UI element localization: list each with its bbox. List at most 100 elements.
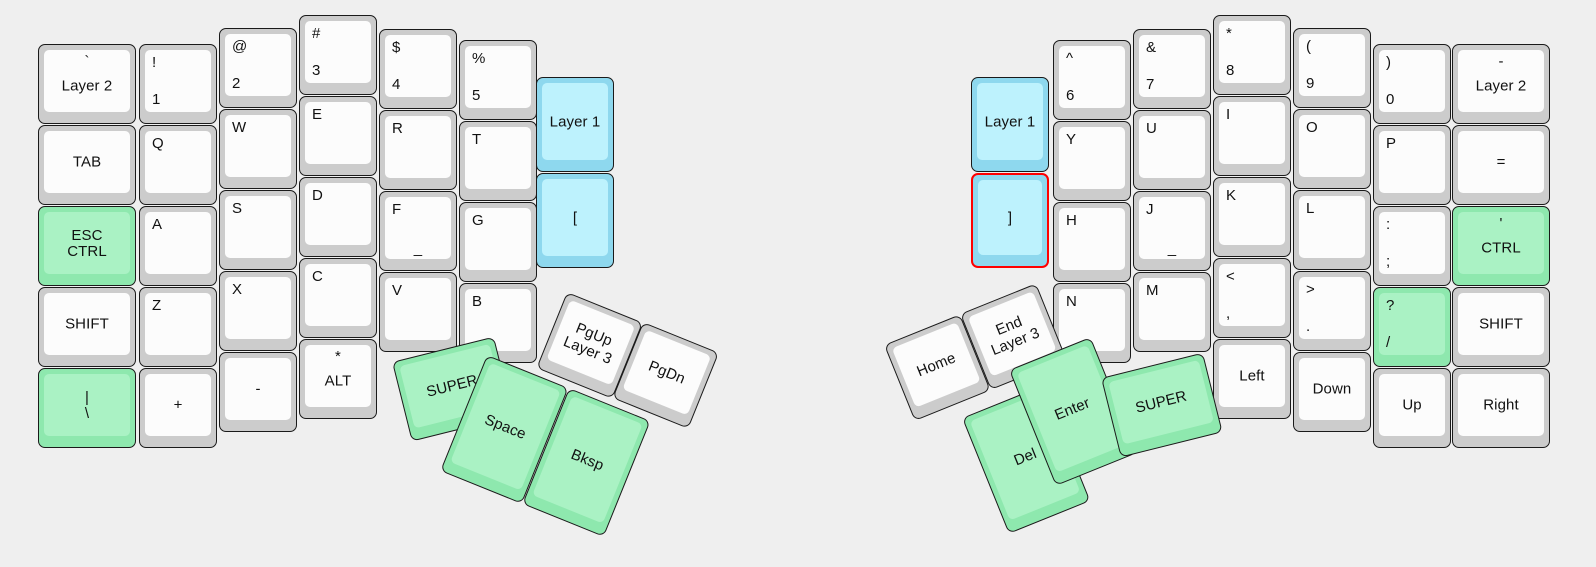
key-r-c0-r1[interactable]: ] bbox=[971, 173, 1049, 268]
keycap-r-t-home: Home bbox=[891, 322, 981, 408]
key-legend-shifted: D bbox=[312, 187, 323, 204]
key-legend-primary: . bbox=[1306, 318, 1311, 335]
key-r-c3-r2[interactable]: K bbox=[1213, 177, 1291, 257]
key-r-c2-r2[interactable]: J_ bbox=[1133, 191, 1211, 271]
keycap-r-c5-r2: :; bbox=[1379, 212, 1445, 274]
key-legend-shifted: U bbox=[1146, 120, 1157, 137]
key-l-c3-r0[interactable]: #3 bbox=[299, 15, 377, 95]
key-legend-primary: ; bbox=[1386, 253, 1391, 270]
keycap-r-c5-r1: P bbox=[1379, 131, 1445, 193]
keycap-l-c2-r3: X bbox=[225, 277, 291, 339]
key-legend-shifted: : bbox=[1386, 216, 1391, 233]
key-l-c0-r0[interactable]: `Layer 2 bbox=[38, 44, 136, 124]
key-legend-primary: CTRL bbox=[1481, 239, 1521, 257]
key-r-c5-r3[interactable]: ?/ bbox=[1373, 287, 1451, 367]
key-r-c2-r0[interactable]: &7 bbox=[1133, 29, 1211, 109]
keycap-r-c5-r3: ?/ bbox=[1379, 293, 1445, 355]
key-r-c6-r4[interactable]: Right bbox=[1452, 368, 1550, 448]
key-r-c3-r0[interactable]: *8 bbox=[1213, 15, 1291, 95]
key-l-c0-r4[interactable]: |\ bbox=[38, 368, 136, 448]
key-legend-primary: + bbox=[173, 396, 183, 414]
keycap-l-c6-r1: [ bbox=[542, 179, 608, 256]
key-legend-primary: Up bbox=[1402, 396, 1422, 414]
key-legend-primary: = bbox=[1496, 153, 1506, 171]
key-l-c1-r1[interactable]: Q bbox=[139, 125, 217, 205]
keycap-l-c3-r0: #3 bbox=[305, 21, 371, 83]
key-l-c3-r1[interactable]: E bbox=[299, 96, 377, 176]
keycap-r-c1-r1: Y bbox=[1059, 127, 1125, 189]
key-r-c2-r3[interactable]: M bbox=[1133, 272, 1211, 352]
key-legend-primary: Layer 2 bbox=[1475, 77, 1527, 95]
key-legend-primary: SUPER bbox=[1133, 387, 1189, 417]
key-l-c6-r0[interactable]: Layer 1 bbox=[536, 77, 614, 172]
key-r-c6-r3[interactable]: SHIFT bbox=[1452, 287, 1550, 367]
key-r-c6-r2[interactable]: ' CTRL bbox=[1452, 206, 1550, 286]
key-r-c4-r0[interactable]: (9 bbox=[1293, 28, 1371, 108]
key-l-c3-r4[interactable]: *ALT bbox=[299, 339, 377, 419]
keycap-r-c4-r1: O bbox=[1299, 115, 1365, 177]
key-legend-shifted: W bbox=[232, 119, 247, 136]
key-r-c6-r0[interactable]: -Layer 2 bbox=[1452, 44, 1550, 124]
key-l-c0-r3[interactable]: SHIFT bbox=[38, 287, 136, 367]
key-legend-primary: 2 bbox=[232, 75, 241, 92]
key-legend-primary: 0 bbox=[1386, 91, 1395, 108]
key-legend-shifted: T bbox=[472, 131, 482, 148]
key-l-c4-r1[interactable]: R bbox=[379, 110, 457, 190]
key-l-c4-r2[interactable]: F_ bbox=[379, 191, 457, 271]
key-r-c1-r0[interactable]: ^6 bbox=[1053, 40, 1131, 120]
key-l-c5-r1[interactable]: T bbox=[459, 121, 537, 201]
key-r-c3-r4[interactable]: Left bbox=[1213, 339, 1291, 419]
key-r-c4-r2[interactable]: L bbox=[1293, 190, 1371, 270]
key-l-c5-r0[interactable]: %5 bbox=[459, 40, 537, 120]
key-r-c4-r4[interactable]: Down bbox=[1293, 352, 1371, 432]
keycap-l-c6-r0: Layer 1 bbox=[542, 83, 608, 160]
key-r-c3-r1[interactable]: I bbox=[1213, 96, 1291, 176]
keycap-r-c5-r0: )0 bbox=[1379, 50, 1445, 112]
key-r-c2-r1[interactable]: U bbox=[1133, 110, 1211, 190]
key-legend-primary: 7 bbox=[1146, 76, 1155, 93]
homing-marker: _ bbox=[413, 240, 423, 257]
key-r-t-super[interactable]: SUPER bbox=[1101, 352, 1223, 458]
key-l-c1-r0[interactable]: !1 bbox=[139, 44, 217, 124]
key-r-c5-r2[interactable]: :; bbox=[1373, 206, 1451, 286]
keycap-l-c1-r3: Z bbox=[145, 293, 211, 355]
key-r-c3-r3[interactable]: <, bbox=[1213, 258, 1291, 338]
keycap-r-c6-r3: SHIFT bbox=[1458, 293, 1544, 355]
key-r-c1-r1[interactable]: Y bbox=[1053, 121, 1131, 201]
key-r-c0-r0[interactable]: Layer 1 bbox=[971, 77, 1049, 172]
key-legend-shifted: N bbox=[1066, 293, 1077, 310]
key-legend-shifted: Y bbox=[1066, 131, 1077, 148]
key-l-c2-r1[interactable]: W bbox=[219, 109, 297, 189]
key-l-c1-r2[interactable]: A bbox=[139, 206, 217, 286]
key-l-c2-r2[interactable]: S bbox=[219, 190, 297, 270]
key-legend-primary: ALT bbox=[324, 372, 352, 390]
keycap-r-c1-r2: H bbox=[1059, 208, 1125, 270]
keycap-r-c6-r1: = bbox=[1458, 131, 1544, 193]
key-l-c2-r4[interactable]: - bbox=[219, 352, 297, 432]
key-legend-shifted: ' bbox=[1499, 215, 1503, 232]
key-legend-shifted: H bbox=[1066, 212, 1077, 229]
key-l-c3-r3[interactable]: C bbox=[299, 258, 377, 338]
key-l-c5-r2[interactable]: G bbox=[459, 202, 537, 282]
key-r-c1-r2[interactable]: H bbox=[1053, 202, 1131, 282]
key-l-c6-r1[interactable]: [ bbox=[536, 173, 614, 268]
key-legend-primary: , bbox=[1226, 305, 1231, 322]
key-r-c4-r1[interactable]: O bbox=[1293, 109, 1371, 189]
key-r-c4-r3[interactable]: >. bbox=[1293, 271, 1371, 351]
key-l-c2-r3[interactable]: X bbox=[219, 271, 297, 351]
key-legend-primary: TAB bbox=[72, 153, 102, 171]
key-r-c5-r0[interactable]: )0 bbox=[1373, 44, 1451, 124]
key-l-c1-r4[interactable]: + bbox=[139, 368, 217, 448]
key-r-c5-r4[interactable]: Up bbox=[1373, 368, 1451, 448]
key-legend-shifted: % bbox=[472, 50, 486, 67]
key-l-c1-r3[interactable]: Z bbox=[139, 287, 217, 367]
key-l-c0-r1[interactable]: TAB bbox=[38, 125, 136, 205]
key-l-c2-r0[interactable]: @2 bbox=[219, 28, 297, 108]
key-l-c3-r2[interactable]: D bbox=[299, 177, 377, 257]
key-l-c4-r0[interactable]: $4 bbox=[379, 29, 457, 109]
key-r-c6-r1[interactable]: = bbox=[1452, 125, 1550, 205]
key-r-c5-r1[interactable]: P bbox=[1373, 125, 1451, 205]
key-l-c4-r3[interactable]: V bbox=[379, 272, 457, 352]
